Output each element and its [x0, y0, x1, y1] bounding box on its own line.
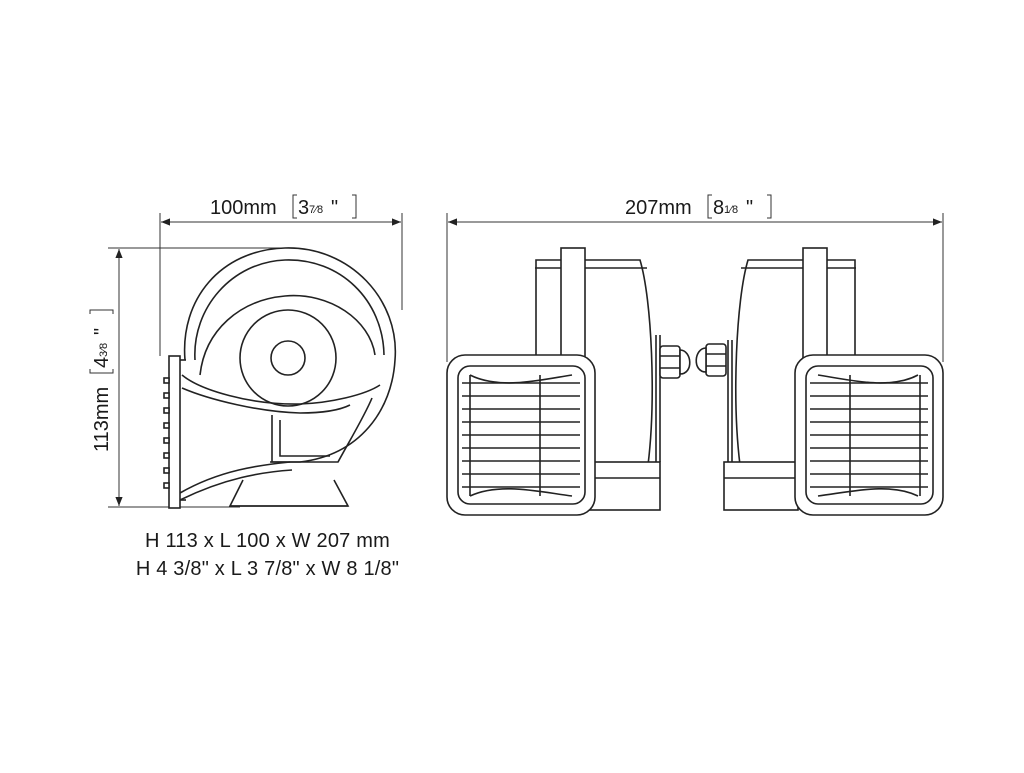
width-bracket-left [707, 194, 712, 219]
width-imperial-mark: " [746, 197, 753, 219]
horn-side-view [163, 247, 397, 509]
length-imperial-mark: " [331, 197, 338, 219]
mount-holes [163, 377, 170, 489]
height-bracket-left [89, 369, 114, 374]
length-imperial-fraction: 7⁄8 [309, 204, 323, 216]
width-dimension: 207mm 8 1⁄8 " [446, 194, 944, 362]
height-metric-label: 113mm [91, 387, 113, 452]
width-bracket-right [767, 194, 772, 219]
height-bracket-right [89, 309, 114, 314]
length-imperial-whole: 3 [298, 197, 309, 219]
length-dimension: 100mm 3 7⁄8 " [159, 194, 403, 356]
horn-right-front-view [695, 247, 944, 516]
height-imperial-whole: 4 [91, 357, 113, 368]
length-bracket-left [292, 194, 297, 219]
width-metric-label: 207mm [625, 197, 692, 219]
right-grille [810, 374, 928, 497]
caption-imperial: H 4 3/8" x L 3 7/8" x W 8 1/8" [135, 558, 400, 580]
length-metric-label: 100mm [210, 197, 277, 219]
horn-left-front-view [446, 247, 691, 516]
width-imperial-fraction: 1⁄8 [724, 204, 738, 216]
height-imperial-mark: " [91, 328, 113, 335]
width-imperial-whole: 8 [713, 197, 724, 219]
height-imperial-fraction: 3⁄8 [98, 343, 110, 357]
length-bracket-right [352, 194, 357, 219]
left-grille [462, 374, 580, 497]
caption-metric: H 113 x L 100 x W 207 mm [145, 530, 390, 552]
height-dimension: 113mm 4 3⁄8 " [89, 247, 290, 508]
